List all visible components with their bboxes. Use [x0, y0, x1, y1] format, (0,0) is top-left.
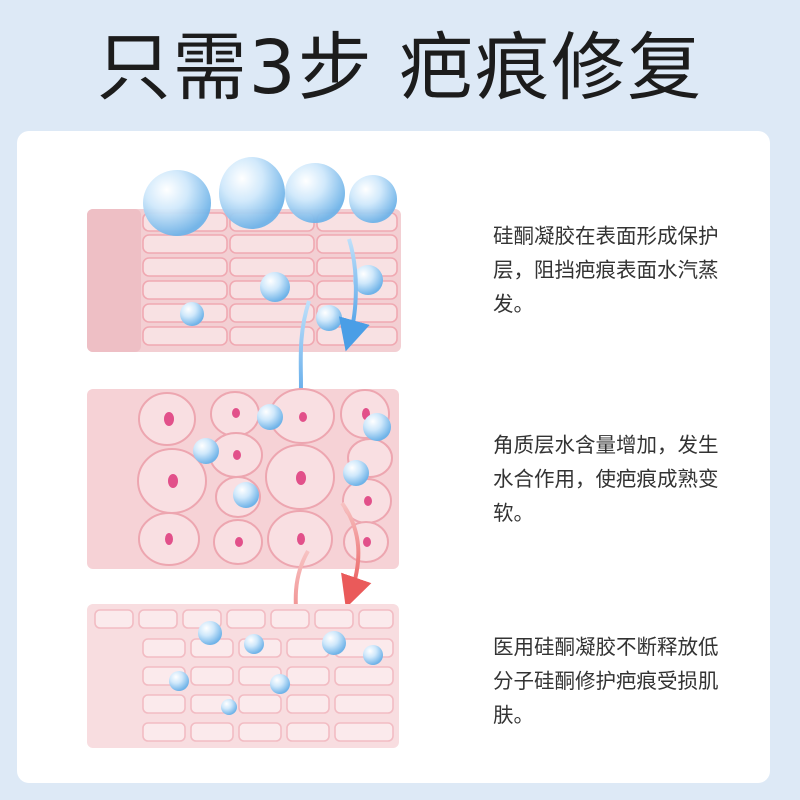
surface-water-droplets	[143, 157, 397, 236]
step-2-description: 角质层水含量增加，发生水合作用，使疤痕成熟变软。	[493, 433, 719, 525]
down-arrow-icon	[340, 501, 372, 609]
step-3-description: 医用硅酮凝胶不断释放低分子硅酮修护疤痕受损肌肤。	[493, 635, 719, 727]
skin-layer-3	[87, 604, 399, 748]
down-arrow-icon	[338, 238, 370, 352]
content-card: 硅酮凝胶在表面形成保护层，阻挡疤痕表面水汽蒸发。 角质层水含量增加，发生水合作用…	[17, 131, 770, 783]
skin-layer-1	[87, 157, 401, 439]
page-title: 只需3步 疤痕修复	[96, 25, 704, 111]
skin-layer-2	[87, 388, 399, 695]
step-1-description: 硅酮凝胶在表面形成保护层，阻挡疤痕表面水汽蒸发。	[493, 224, 719, 316]
scar-repair-illustration	[87, 157, 401, 748]
